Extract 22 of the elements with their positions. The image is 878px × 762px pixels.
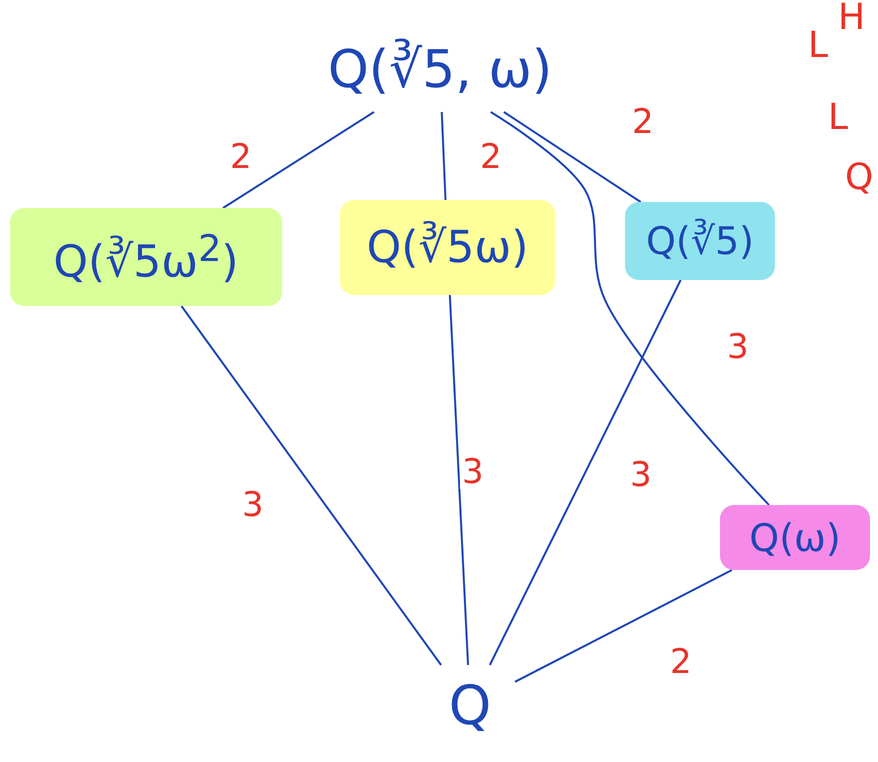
field-name: Q(∛5) bbox=[646, 219, 754, 263]
field-name: Q(∛5, ω) bbox=[328, 40, 552, 100]
connector-line bbox=[448, 294, 470, 666]
note-letter: H bbox=[838, 0, 866, 36]
highlighted-field bbox=[720, 505, 870, 570]
connector-line bbox=[222, 111, 374, 209]
field-name: Q(ω) bbox=[749, 516, 841, 560]
highlighted-field bbox=[10, 208, 282, 306]
note-letter: L bbox=[828, 100, 848, 136]
connector-line bbox=[490, 111, 770, 506]
connector-line bbox=[440, 112, 446, 200]
field-name: Q bbox=[448, 674, 492, 736]
note-letter: Q bbox=[845, 160, 874, 196]
note-letter: L bbox=[808, 28, 828, 64]
connector-line bbox=[180, 305, 442, 666]
highlighted-field bbox=[340, 200, 555, 295]
field-name: Q(∛5ω) bbox=[366, 222, 528, 273]
highlighted-field bbox=[625, 202, 775, 280]
connector-line bbox=[514, 569, 732, 683]
field-name: Q(∛5ω$^{2}$) bbox=[53, 226, 239, 288]
connector-line bbox=[503, 111, 642, 203]
connector-line bbox=[488, 280, 682, 666]
